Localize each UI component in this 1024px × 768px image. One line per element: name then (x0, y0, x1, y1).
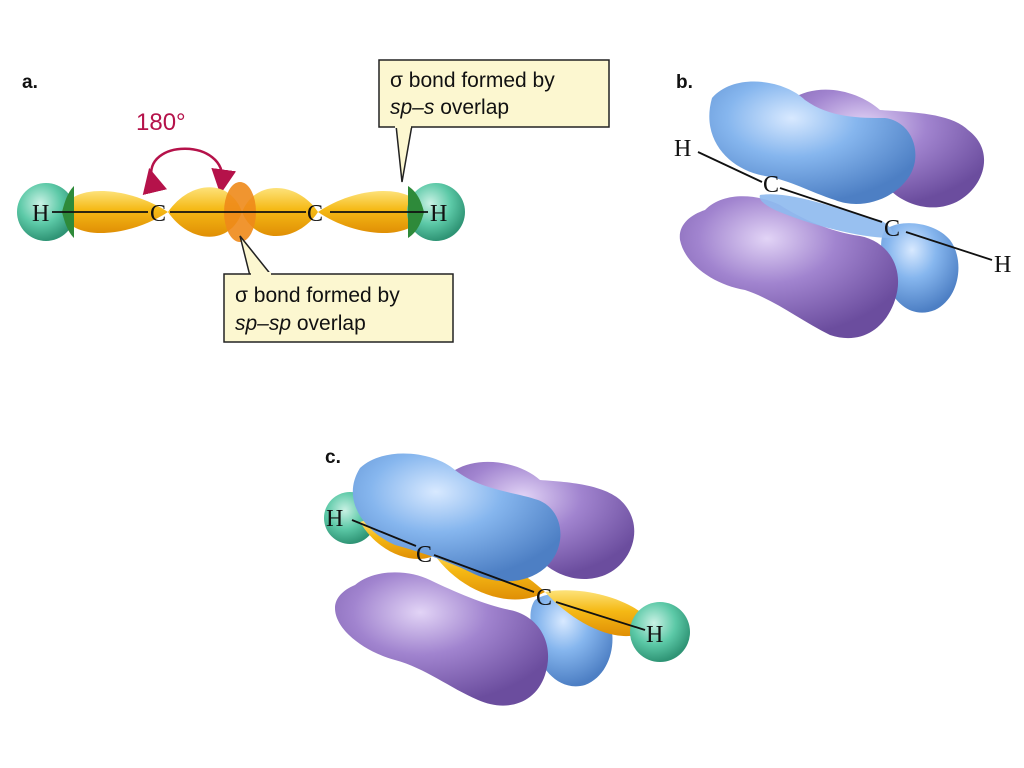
callout-sp-sp-line2: sp–sp overlap (235, 312, 366, 335)
callout-sp-sp-line1: σ bond formed by (235, 284, 400, 307)
c-atom-h-left: H (326, 506, 343, 532)
callout-sp-sp: σ bond formed by sp–sp overlap (223, 235, 454, 343)
atom-c-right: C (307, 201, 323, 227)
p-orbital-blue-lower (881, 223, 959, 313)
panel-c: c. H C C H (324, 447, 690, 706)
callout-sp-sp-box (223, 273, 454, 343)
hydrogen-s-orbital-left (17, 183, 75, 241)
c-bond-line-c-c (433, 554, 535, 593)
callout-sp-s-line2: sp–s overlap (390, 96, 509, 119)
panel-b-label: b. (676, 72, 693, 93)
p-orbital-purple-front (679, 196, 899, 339)
callout-sp-sp-rest: overlap (291, 312, 366, 335)
b-atom-c-left: C (763, 172, 779, 198)
angle-arrow (142, 147, 237, 196)
callout-sp-s-line1: σ bond formed by (390, 69, 555, 92)
callout-sp-sp-italic: sp–sp (235, 312, 291, 335)
callout-sp-s-italic: sp–s (390, 96, 435, 119)
angle-label: 180° (136, 109, 186, 136)
bond-line-b-c-c (779, 187, 883, 223)
p-orbital-blue-upper (709, 81, 916, 204)
c-p-orbital-blue-upper (352, 453, 561, 582)
p-orbital-blue-middle (759, 194, 893, 238)
c-atom-h-right: H (646, 622, 663, 648)
callout-sp-s-pointer (395, 124, 413, 183)
c-bond-line-h-c (351, 519, 417, 547)
callout-sp-s-box (378, 59, 610, 128)
callout-sp-s-joint (395, 124, 411, 128)
bond-line-b-h-c (697, 151, 763, 183)
b-atom-h-right: H (994, 252, 1011, 278)
callout-sp-sp-joint (251, 272, 271, 276)
c-atom-c-right: C (536, 585, 552, 611)
callout-sp-s: σ bond formed by sp–s overlap (378, 59, 610, 183)
c-bond-line-c-h (555, 601, 646, 631)
c-hydrogen-right (630, 602, 690, 662)
callout-sp-s-rest: overlap (434, 96, 509, 119)
atom-c-left: C (150, 201, 166, 227)
b-atom-h-left: H (674, 136, 691, 162)
c-p-orbital-purple-front (335, 572, 549, 706)
panel-a: a. 180° H C C H σ bond formed by sp–s ov… (17, 59, 610, 343)
b-atom-c-right: C (884, 216, 900, 242)
panel-c-label: c. (325, 447, 341, 468)
c-atom-c-left: C (416, 542, 432, 568)
callout-sp-sp-pointer (239, 235, 273, 277)
hydrogen-s-orbital-right (407, 183, 465, 241)
atom-h-right: H (430, 201, 447, 227)
atom-h-left: H (32, 201, 49, 227)
panel-b: b. H C C H (674, 72, 1011, 339)
bond-line-b-c-h (905, 231, 993, 261)
panel-a-label: a. (22, 72, 38, 93)
